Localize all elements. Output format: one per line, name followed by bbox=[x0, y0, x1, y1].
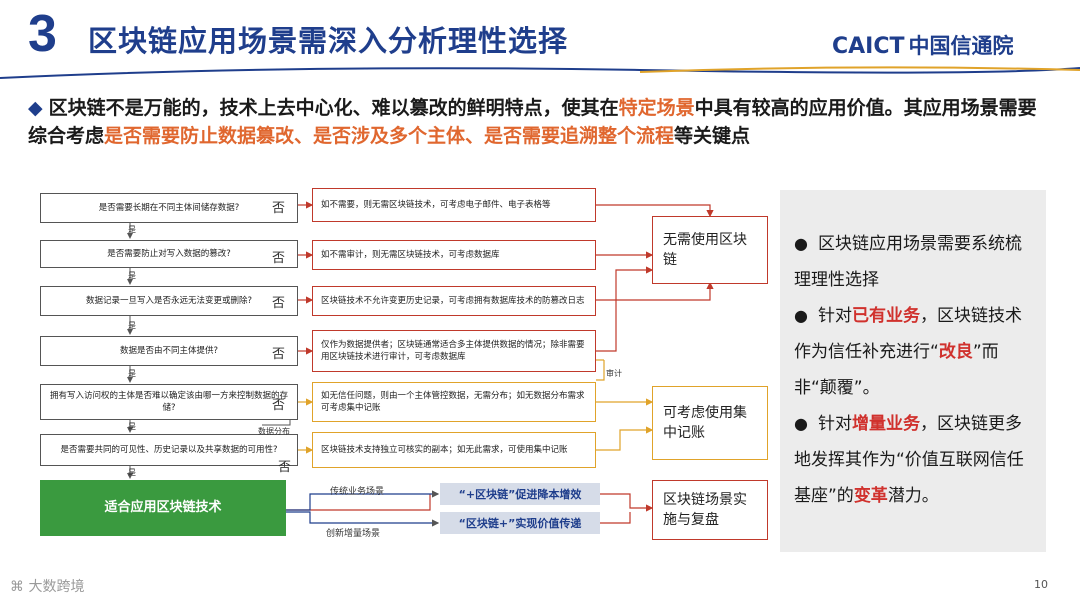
bullet-dot-icon: ● bbox=[794, 234, 808, 253]
no-label: 否 bbox=[278, 460, 292, 475]
path-traditional-label: 传统业务场景 bbox=[330, 487, 385, 497]
path-new-label: 创新增量场景 bbox=[326, 529, 381, 539]
yes-label: 是 bbox=[128, 422, 136, 431]
yes-label: 是 bbox=[128, 225, 136, 234]
page-number: 10 bbox=[1034, 578, 1048, 591]
answer-box: 仅作为数据提供者；区块链通常适合多主体提供数据的情况；除非需要用区块链技术进行审… bbox=[312, 330, 596, 372]
logo-cn: 中国信通院 bbox=[908, 34, 1014, 58]
side-panel: ●区块链应用场景需要系统梳理理性选择 ●针对已有业务，区块链技术作为信任补充进行… bbox=[780, 190, 1046, 552]
answer-box: 如不需要，则无需区块链技术，可考虑电子邮件、电子表格等 bbox=[312, 188, 596, 222]
outcome-central-ledger: 可考虑使用集中记账 bbox=[652, 386, 768, 460]
data-distribution-label: 数据分布 bbox=[258, 427, 290, 436]
intro-paragraph: ◆区块链不是万能的，技术上去中心化、难以篡改的鲜明特点，使其在特定场景中具有较高… bbox=[28, 94, 1048, 150]
bullet-dot-icon: ● bbox=[794, 414, 808, 433]
intro-highlight-1: 特定场景 bbox=[618, 97, 695, 119]
yes-label: 是 bbox=[128, 271, 136, 280]
page-title: 区块链应用场景需深入分析理性选择 bbox=[88, 24, 569, 58]
yes-label: 是 bbox=[128, 369, 136, 378]
answer-box: 如不需审计，则无需区块链技术，可考虑数据库 bbox=[312, 240, 596, 270]
side-bullet-2: ●针对已有业务，区块链技术作为信任补充进行“改良”而非“颠覆”。 bbox=[794, 306, 1022, 398]
intro-text-1: 区块链不是万能的，技术上去中心化、难以篡改的鲜明特点，使其在 bbox=[48, 97, 619, 119]
chip-plus-blockchain: “+区块链”促进降本增效 bbox=[440, 483, 600, 505]
intro-text-2: 中具有较高的应用价值。其应用场景需要综合考虑 bbox=[28, 97, 1037, 147]
section-number: 3 bbox=[28, 5, 57, 63]
answer-box: 区块链技术支持独立可核实的副本；如无此需求，可使用集中记账 bbox=[312, 432, 596, 468]
answer-box: 如无信任问题，则由一个主体管控数据，无需分布；如无数据分布需求可考虑集中记账 bbox=[312, 382, 596, 422]
question-box: 是否需要长期在不同主体间储存数据? bbox=[40, 193, 298, 223]
bullet-dot-icon: ● bbox=[794, 306, 808, 325]
no-label: 否 bbox=[272, 201, 286, 216]
audit-label: 审计 bbox=[606, 369, 622, 378]
question-box: 是否需要共同的可见性、历史记录以及共享数据的可用性? bbox=[40, 434, 298, 466]
yes-label: 是 bbox=[128, 321, 136, 330]
yes-label: 是 bbox=[128, 468, 136, 477]
footer-brand: ⌘ 大数跨境 bbox=[10, 579, 85, 595]
question-box: 是否需要防止对写入数据的篡改? bbox=[40, 240, 298, 268]
no-label: 否 bbox=[272, 398, 286, 413]
question-box: 数据是否由不同主体提供? bbox=[40, 336, 298, 366]
chip-blockchain-plus: “区块链+”实现价值传递 bbox=[440, 512, 600, 534]
diamond-bullet-icon: ◆ bbox=[28, 97, 43, 119]
brand-icon: ⌘ bbox=[10, 579, 24, 595]
side-bullet-1: ●区块链应用场景需要系统梳理理性选择 bbox=[794, 234, 1022, 290]
suitable-blockchain-box: 适合应用区块链技术 bbox=[40, 480, 286, 536]
no-label: 否 bbox=[272, 251, 286, 266]
no-label: 否 bbox=[272, 347, 286, 362]
question-box: 数据记录一旦写入是否永远无法变更或删除? bbox=[40, 286, 298, 316]
intro-highlight-2: 是否需要防止数据篡改、是否涉及多个主体、是否需要追溯整个流程 bbox=[104, 125, 675, 147]
outcome-implementation: 区块链场景实施与复盘 bbox=[652, 480, 768, 540]
outcome-no-blockchain: 无需使用区块链 bbox=[652, 216, 768, 284]
no-label: 否 bbox=[272, 296, 286, 311]
question-box: 拥有写入访问权的主体是否难以确定该由哪一方来控制数据的存储? bbox=[40, 384, 298, 420]
logo-en: CAICT bbox=[832, 34, 905, 59]
side-bullet-3: ●针对增量业务，区块链更多地发挥其作为“价值互联网信任基座”的变革潜力。 bbox=[794, 414, 1024, 506]
intro-text-3: 等关键点 bbox=[674, 125, 751, 147]
answer-box: 区块链技术不允许变更历史记录，可考虑拥有数据库技术的防篡改日志 bbox=[312, 286, 596, 316]
header-swoosh bbox=[0, 66, 1080, 79]
